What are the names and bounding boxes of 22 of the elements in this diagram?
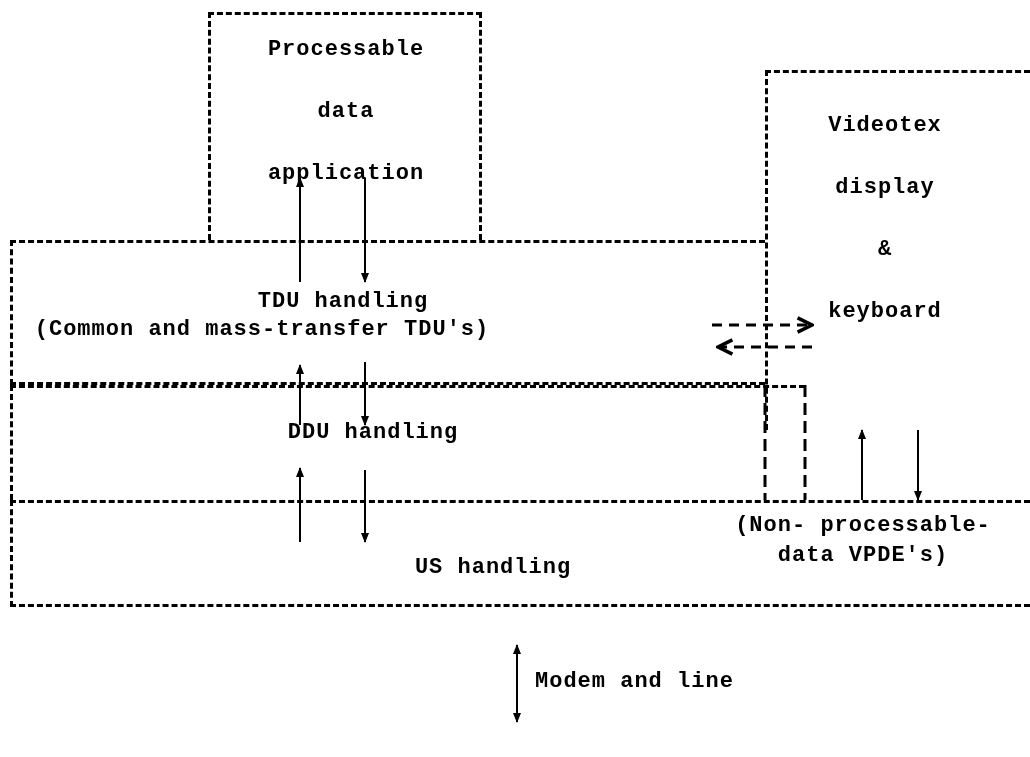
node-subtitle: (Common and mass-transfer TDU's) — [33, 316, 491, 344]
arrow — [296, 467, 304, 543]
arrow — [858, 429, 866, 501]
application-box — [208, 12, 482, 240]
layer-band — [10, 500, 1030, 607]
arrow — [914, 429, 922, 501]
node-title: Videotex display & keyboard — [827, 112, 943, 326]
arrow — [716, 338, 812, 356]
layer-band — [10, 240, 765, 385]
arrow — [361, 177, 369, 283]
node-title: DDU handling — [286, 419, 460, 447]
node-title: US handling — [413, 554, 573, 582]
node-title: Processable data application — [266, 36, 426, 188]
arrow — [513, 644, 521, 723]
terminal-box — [765, 70, 1030, 430]
node-title: TDU handling — [256, 288, 430, 316]
arrow — [361, 361, 369, 426]
arrow — [361, 469, 369, 543]
arrow — [712, 316, 814, 334]
layer-band — [10, 385, 805, 500]
node-subtitle: (Non- processable-data VPDE's) — [734, 512, 992, 570]
arrow — [296, 364, 304, 426]
